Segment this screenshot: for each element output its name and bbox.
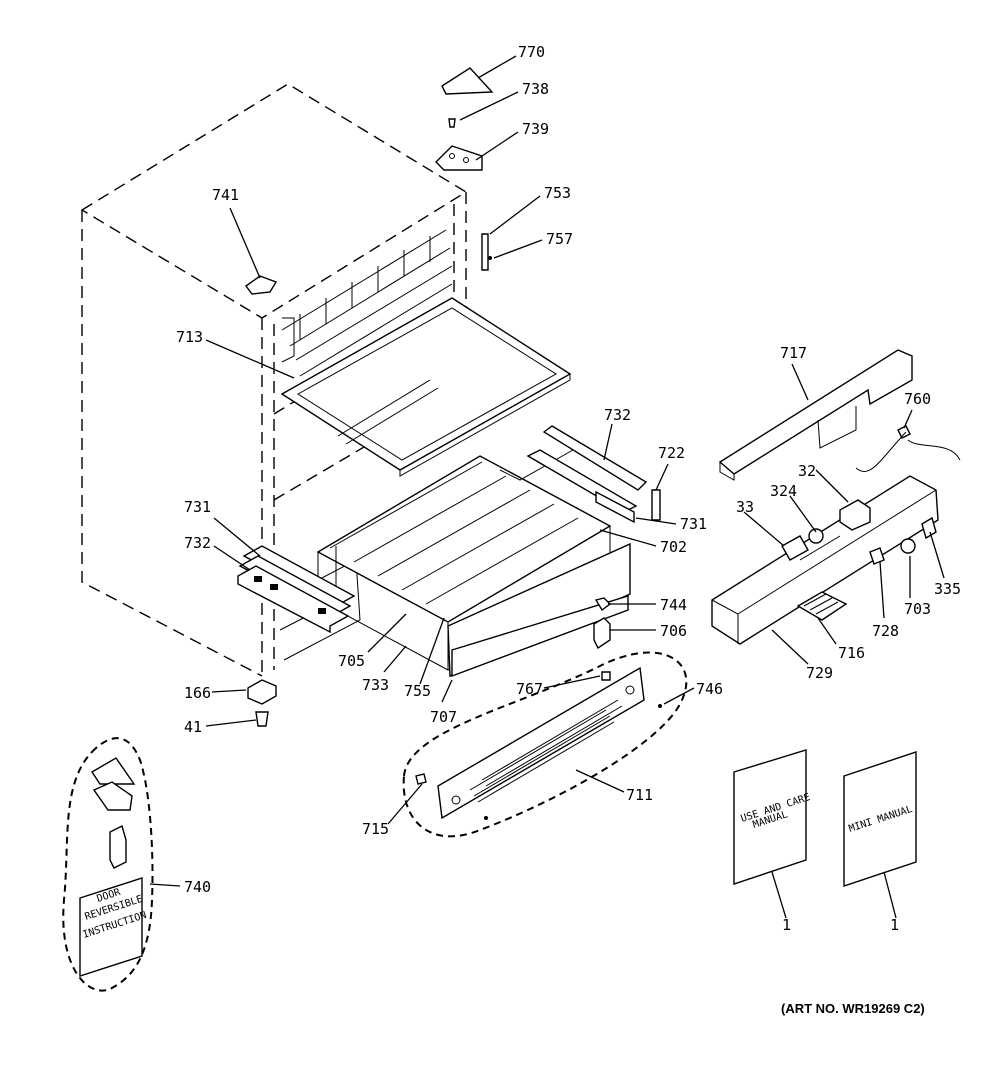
label-713: 713 [176, 328, 203, 346]
label-728: 728 [872, 622, 899, 640]
label-1b: 1 [890, 916, 899, 934]
part-166-hinge-plate [247, 679, 277, 705]
label-770: 770 [518, 43, 545, 61]
part-41-leveling-leg [255, 711, 269, 727]
label-741: 741 [212, 186, 239, 204]
label-760: 760 [904, 390, 931, 408]
label-731b: 731 [184, 498, 211, 516]
label-703: 703 [904, 600, 931, 618]
label-746: 746 [696, 680, 723, 698]
label-711: 711 [626, 786, 653, 804]
part-739-hole [463, 157, 469, 163]
label-1a: 1 [782, 916, 791, 934]
part-741-plug [245, 275, 278, 295]
part-770-cap [441, 67, 494, 95]
label-722: 722 [658, 444, 685, 462]
part-722-clip [651, 489, 661, 521]
label-702: 702 [660, 538, 687, 556]
label-744: 744 [660, 596, 687, 614]
label-41: 41 [184, 718, 202, 736]
leader-lines [149, 55, 945, 919]
label-716: 716 [838, 644, 865, 662]
part-707-trim [451, 595, 629, 678]
part-32-thermostat [839, 499, 871, 531]
label-715: 715 [362, 820, 389, 838]
part-738-screw [448, 118, 456, 128]
part-703-knob [900, 538, 916, 554]
part-labels: 770 738 739 741 753 757 713 717 760 732 … [176, 43, 961, 934]
label-732b: 732 [184, 534, 211, 552]
grille-hole [451, 795, 461, 805]
label-335: 335 [934, 580, 961, 598]
label-33: 33 [736, 498, 754, 516]
label-707: 707 [430, 708, 457, 726]
part-760-wire [855, 425, 961, 473]
door-kit-outline [62, 737, 154, 992]
grille-screw [484, 816, 488, 820]
part-728-switch [869, 547, 885, 565]
part-739-bracket [435, 145, 483, 171]
label-767: 767 [516, 680, 543, 698]
mini-manual: MINI MANUAL [843, 751, 917, 887]
rail-slot [254, 576, 262, 582]
label-324: 324 [770, 482, 797, 500]
part-757-clip [488, 256, 492, 260]
part-716-keypad [796, 591, 848, 621]
right-rails [526, 425, 661, 524]
part-717-control-cover [718, 349, 913, 481]
cabinet-interior-ribs [279, 229, 453, 661]
label-731a: 731 [680, 515, 707, 533]
label-166: 166 [184, 684, 211, 702]
part-713-glass-shelf [280, 297, 572, 477]
label-717: 717 [780, 344, 807, 362]
label-733: 733 [362, 676, 389, 694]
part-739-hole [449, 153, 455, 159]
part-746-screw [658, 704, 662, 708]
part-729-control-housing [711, 475, 939, 645]
label-738: 738 [522, 80, 549, 98]
label-755: 755 [404, 682, 431, 700]
label-753: 753 [544, 184, 571, 202]
grille-hole [625, 685, 635, 695]
label-732a: 732 [604, 406, 631, 424]
part-33-light-bulb [781, 535, 809, 561]
door-kit-parts: DOOR REVERSIBLE INSTRUCTION [79, 757, 148, 977]
part-706-hinge [593, 617, 611, 650]
label-729: 729 [806, 664, 833, 682]
label-32: 32 [798, 462, 816, 480]
use-and-care-manual: USE AND CARE MANUAL [733, 749, 812, 885]
rail-slot [270, 584, 278, 590]
rail-slot [318, 608, 326, 614]
art-number: (ART NO. WR19269 C2) [781, 1001, 925, 1016]
label-706: 706 [660, 622, 687, 640]
grille-kit-outline [402, 651, 688, 838]
part-335-connector [921, 516, 937, 540]
part-715-clip [415, 773, 427, 785]
part-767-screw [601, 671, 611, 681]
left-rails [237, 545, 356, 634]
label-757: 757 [546, 230, 573, 248]
part-753-pin [481, 233, 489, 271]
label-740: 740 [184, 878, 211, 896]
label-739: 739 [522, 120, 549, 138]
label-705: 705 [338, 652, 365, 670]
part-324-socket [808, 528, 824, 544]
part-711-grille [437, 666, 645, 820]
